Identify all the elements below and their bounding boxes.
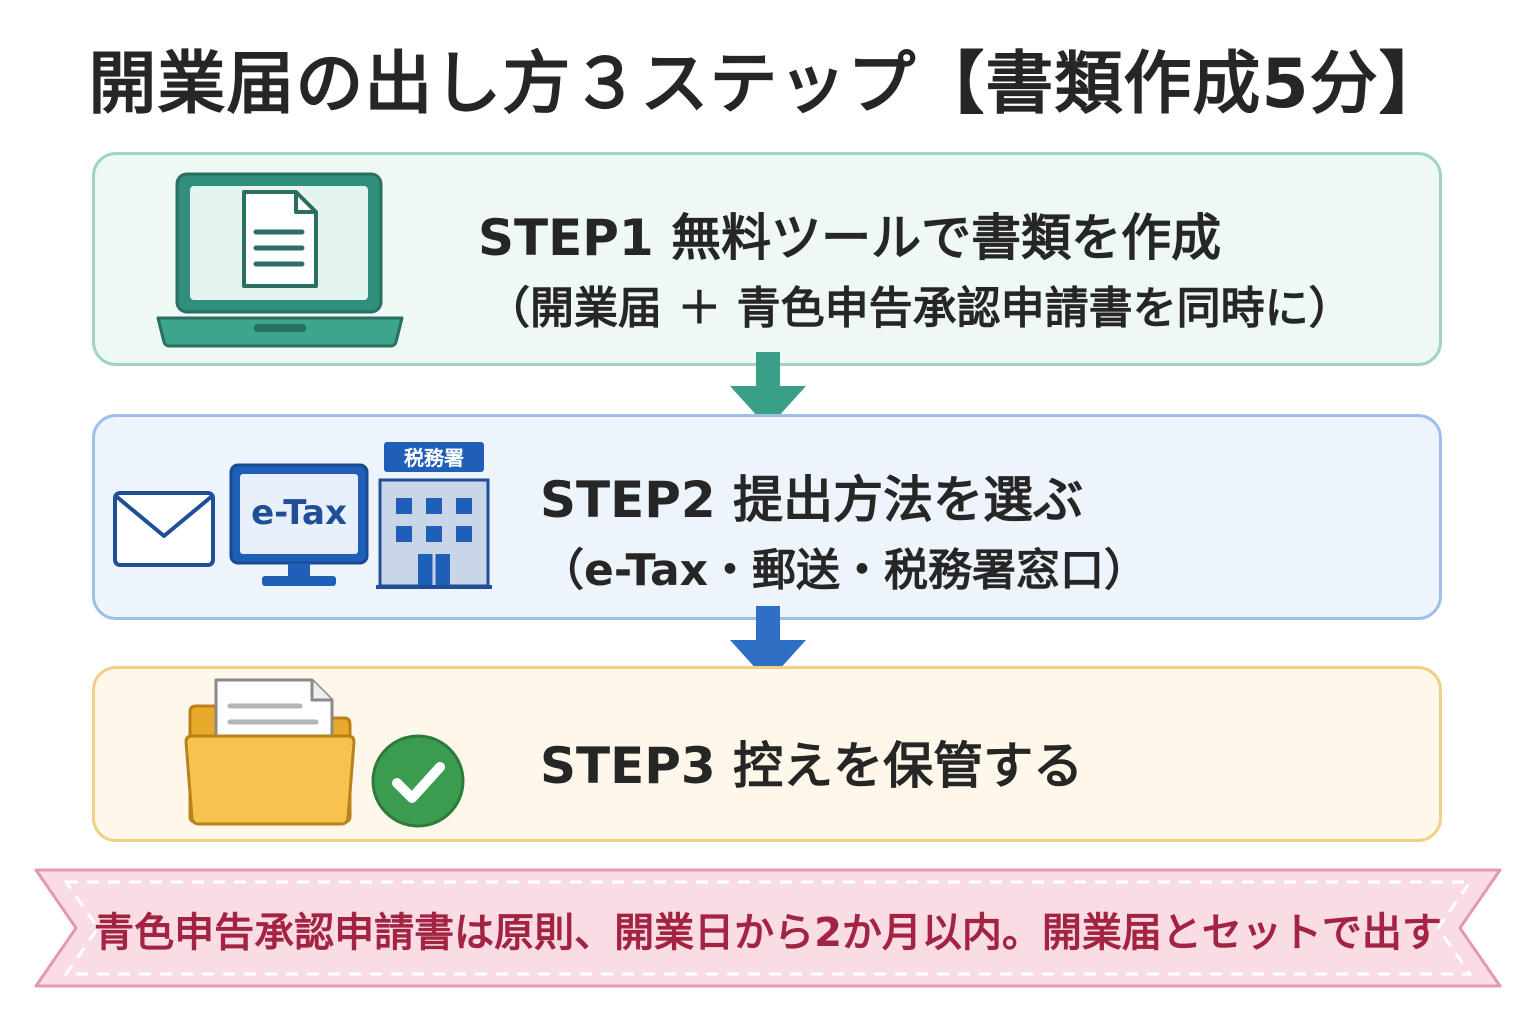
ribbon-banner bbox=[34, 868, 1502, 988]
banner-note: 青色申告承認申請書は原則、開業日から2か月以内。開業届とセットで出す bbox=[94, 910, 1442, 956]
folder-document-icon bbox=[184, 678, 356, 826]
arrow-down-icon bbox=[730, 606, 806, 682]
step-1-title: STEP1 無料ツールで書類を作成 bbox=[478, 209, 1222, 267]
envelope-icon bbox=[113, 491, 215, 567]
step-3-title: STEP3 控えを保管する bbox=[540, 737, 1084, 795]
step-2-title: STEP2 提出方法を選ぶ bbox=[540, 471, 1084, 529]
building-label: 税務署 bbox=[404, 446, 464, 470]
tax-office-building-icon: 税務署 bbox=[376, 442, 492, 589]
e-tax-monitor-icon: e-Tax bbox=[229, 463, 369, 586]
step-1-subtitle: （開業届 ＋ 青色申告承認申請書を同時に） bbox=[486, 283, 1353, 334]
checkmark-circle-icon bbox=[371, 734, 465, 828]
monitor-label: e-Tax bbox=[251, 493, 347, 533]
laptop-document-icon bbox=[156, 172, 404, 348]
page-title: 開業届の出し方３ステップ【書類作成5分】 bbox=[88, 45, 1448, 124]
step-2-subtitle: （e-Tax・郵送・税務署窓口） bbox=[540, 545, 1149, 596]
arrow-down-icon bbox=[730, 352, 806, 428]
